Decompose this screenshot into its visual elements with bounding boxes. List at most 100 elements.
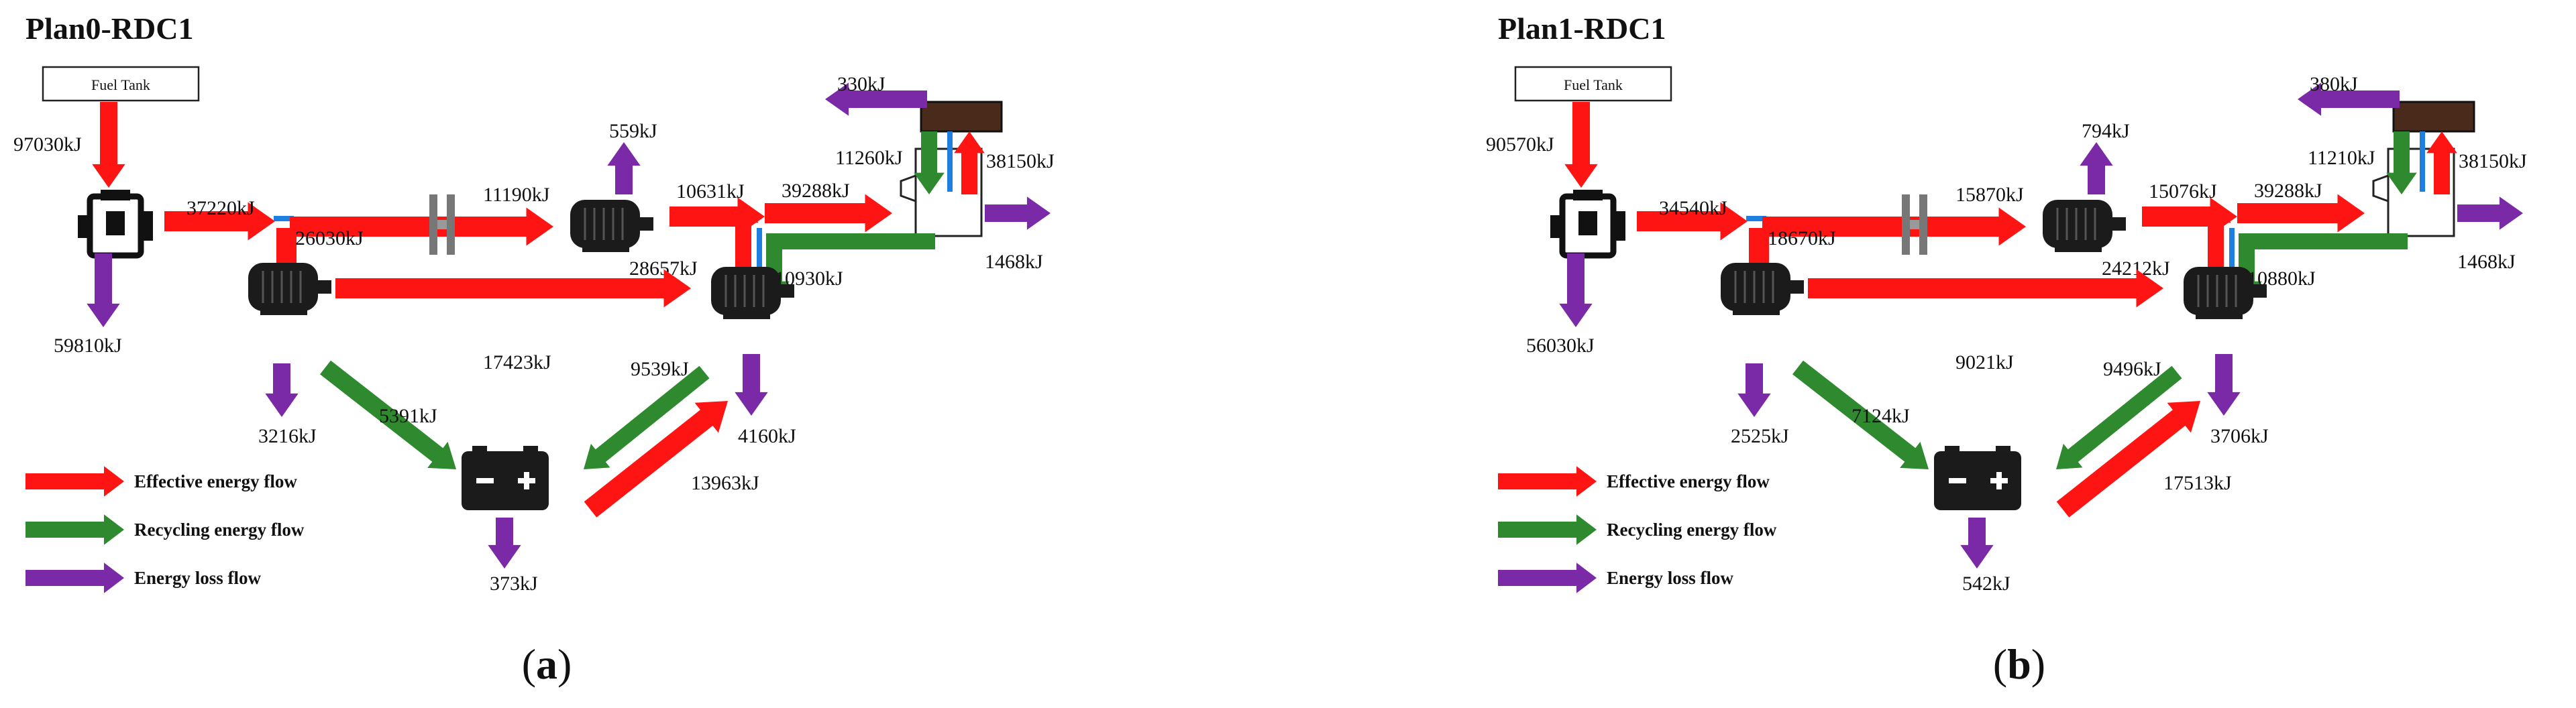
batt-to-motor2-value: 17513kJ bbox=[2163, 472, 2232, 494]
motor2-to-batt-value: 9496kJ bbox=[2103, 358, 2161, 380]
legend-loss-arrow bbox=[1498, 563, 1597, 593]
gen-to-batt-flow bbox=[320, 360, 456, 469]
diagram-title: Plan0-RDC1 bbox=[25, 11, 193, 46]
clutch-flow-value: 15870kJ bbox=[1955, 184, 2024, 206]
clutch-flow-value: 11190kJ bbox=[483, 184, 550, 206]
gen-loss-value: 3216kJ bbox=[258, 425, 317, 447]
motor2-icon bbox=[2184, 267, 2267, 319]
gen-to-batt-flow bbox=[1792, 360, 1929, 469]
motor-loss-flow bbox=[607, 142, 641, 194]
legend-recycling-label: Recycling energy flow bbox=[1607, 520, 1777, 540]
caption-letter: b bbox=[2007, 640, 2031, 688]
fuel-in-flow bbox=[1564, 102, 1598, 188]
motor-loss-value: 559kJ bbox=[609, 120, 657, 142]
batt-loss-flow bbox=[488, 518, 521, 569]
fuel-tank-label: Fuel Tank bbox=[1564, 76, 1623, 93]
gearbox-loss-flow bbox=[2457, 196, 2523, 230]
motor2-to-batt-flow bbox=[2056, 365, 2182, 469]
motor-icon bbox=[570, 200, 653, 252]
engine-loss-value: 59810kJ bbox=[54, 335, 122, 357]
motor2-loss-value: 4160kJ bbox=[738, 425, 796, 447]
batt-loss-value: 542kJ bbox=[1962, 573, 2010, 595]
fuel-tank-label: Fuel Tank bbox=[91, 76, 150, 93]
motor-icon bbox=[2043, 200, 2126, 252]
gen-to-motor-flow bbox=[1808, 269, 2163, 308]
caption-close: ) bbox=[2031, 640, 2045, 688]
legend-recycling-label: Recycling energy flow bbox=[134, 520, 305, 540]
fuel-tank-icon bbox=[42, 66, 200, 102]
engine-loss-value: 56030kJ bbox=[1526, 335, 1595, 357]
motor2-loss-flow bbox=[735, 354, 768, 416]
brake-loss-value: 330kJ bbox=[837, 73, 885, 95]
engine-loss-flow bbox=[1559, 253, 1593, 327]
engine-loss-flow bbox=[87, 253, 120, 327]
regen-value: 11260kJ bbox=[835, 147, 903, 169]
batt-to-motor2-value: 13963kJ bbox=[691, 472, 759, 494]
caption-open: ( bbox=[1993, 640, 2007, 688]
motor2-loss-flow bbox=[2207, 354, 2241, 416]
generator-icon bbox=[248, 263, 331, 315]
motor2-loss-value: 3706kJ bbox=[2210, 425, 2269, 447]
engine-icon bbox=[1550, 190, 1625, 259]
wheel-flow bbox=[954, 131, 985, 194]
legend-loss-arrow bbox=[25, 563, 124, 593]
fuel-in-flow bbox=[92, 102, 125, 188]
motor-in-low-value: 24212kJ bbox=[2102, 257, 2170, 280]
motor-loss-value: 794kJ bbox=[2082, 120, 2130, 142]
motor2-icon bbox=[711, 267, 794, 319]
gen-loss-flow bbox=[1737, 363, 1771, 417]
motor2-to-batt-value: 9539kJ bbox=[631, 358, 689, 380]
motor-in-low-value: 28657kJ bbox=[629, 257, 698, 280]
gearbox-loss-value: 1468kJ bbox=[2457, 251, 2516, 273]
wheel-value: 38150kJ bbox=[2459, 150, 2527, 172]
motor-loss-flow bbox=[2080, 142, 2113, 194]
fuel-in-value: 90570kJ bbox=[1486, 133, 1554, 156]
subfigure-caption: (a) bbox=[522, 640, 572, 688]
recycle-back-path bbox=[2239, 233, 2408, 249]
brake-loss-flow bbox=[2298, 82, 2400, 116]
gen-to-batt-value: 7124kJ bbox=[1851, 405, 1910, 427]
legend-effective-arrow bbox=[1498, 466, 1597, 497]
fuel-in-value: 97030kJ bbox=[13, 133, 82, 156]
legend-recycling-arrow bbox=[25, 514, 124, 545]
legend-loss-label: Energy loss flow bbox=[134, 568, 262, 588]
subfigure-caption: (b) bbox=[1993, 640, 2045, 688]
generator-icon bbox=[1721, 263, 1804, 315]
batt-to-motor2-flow bbox=[584, 401, 728, 518]
clutch-icon bbox=[429, 194, 455, 255]
to-generator-value: 26030kJ bbox=[295, 227, 364, 249]
gen-to-batt-value: 5391kJ bbox=[379, 405, 437, 427]
legend-effective-label: Effective energy flow bbox=[134, 471, 297, 491]
engine-icon bbox=[78, 190, 153, 259]
caption-close: ) bbox=[557, 640, 572, 688]
batt-to-motor2-flow bbox=[2056, 401, 2200, 518]
regen-flow bbox=[2386, 131, 2417, 194]
wheel-flow bbox=[2426, 131, 2457, 194]
regen-value: 11210kJ bbox=[2308, 147, 2375, 169]
brake-loss-flow bbox=[825, 82, 927, 116]
engine-out-flow bbox=[1637, 202, 1748, 241]
gearbox-loss-flow bbox=[985, 196, 1051, 230]
caption-open: ( bbox=[522, 640, 536, 688]
to-gearbox-a-value: 15076kJ bbox=[2149, 180, 2217, 202]
to-gearbox-b-value: 39288kJ bbox=[782, 180, 850, 202]
legend-loss-label: Energy loss flow bbox=[1607, 568, 1734, 588]
motor2-to-batt-flow bbox=[584, 365, 710, 469]
legend-effective-label: Effective energy flow bbox=[1607, 471, 1770, 491]
batt-loss-value: 373kJ bbox=[490, 573, 538, 595]
gen-to-motor-value: 9021kJ bbox=[1955, 351, 2014, 373]
gen-to-motor-value: 17423kJ bbox=[483, 351, 551, 373]
to-gearbox-a-value: 10631kJ bbox=[676, 180, 745, 202]
engine-out-value: 37220kJ bbox=[186, 197, 255, 219]
diagram-title: Plan1-RDC1 bbox=[1498, 11, 1666, 46]
recycle-back-path bbox=[766, 233, 935, 249]
clutch-flow bbox=[1762, 207, 2026, 246]
to-gearbox-b-flow bbox=[765, 194, 892, 233]
gen-loss-flow bbox=[265, 363, 299, 417]
